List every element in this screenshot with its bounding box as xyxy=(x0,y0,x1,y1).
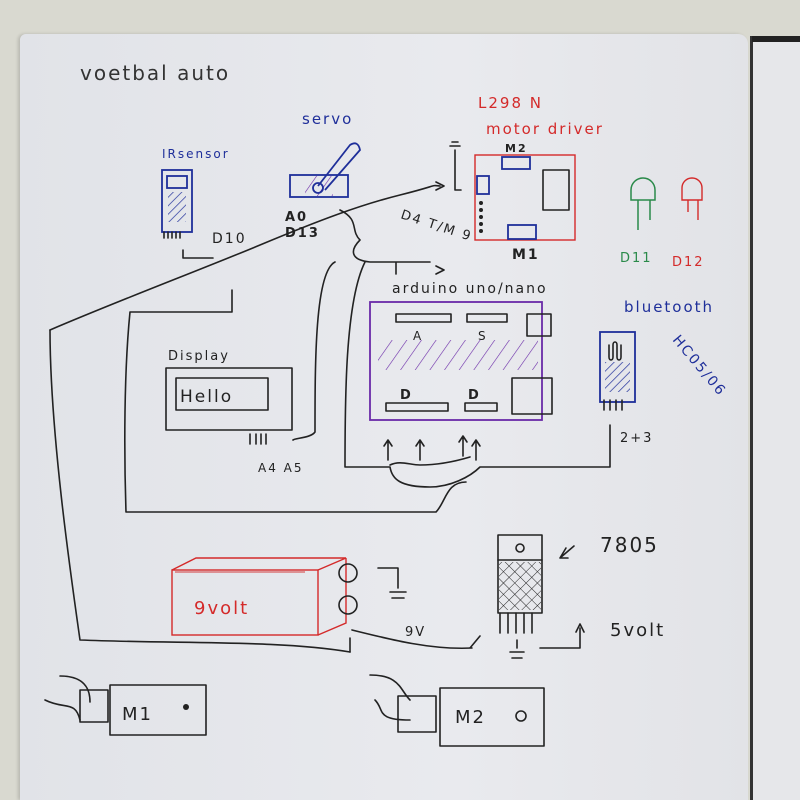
arduino-board: arduino uno/nano A S D D xyxy=(369,281,553,461)
regulator-label: 7805 xyxy=(600,533,659,557)
servo-pin-d13: D13 xyxy=(285,226,320,241)
led-red-pin: D12 xyxy=(672,255,705,270)
arduino-header-d2: D xyxy=(468,388,481,403)
arduino-header-d1: D xyxy=(400,388,413,403)
arduino-header-a: A xyxy=(413,329,423,343)
wires xyxy=(49,181,611,653)
bluetooth-model: HC05/06 xyxy=(669,332,729,399)
servo-pin-a0: A0 xyxy=(285,210,308,225)
lcd-display: Display Hello A4 A5 xyxy=(165,349,304,475)
next-page-edge xyxy=(750,36,800,800)
motor-driver-label: motor driver xyxy=(486,120,604,138)
arduino-label: arduino uno/nano xyxy=(392,281,548,297)
motor-driver-m1: M1 xyxy=(512,247,540,263)
notebook-cover-edge xyxy=(752,36,800,42)
battery-9v: 9volt 9V xyxy=(171,557,426,640)
bluetooth-pins: 2+3 xyxy=(620,431,653,446)
page-title: voetbal auto xyxy=(80,61,230,85)
led-green: D11 xyxy=(620,177,656,266)
display-label: Display xyxy=(168,349,230,364)
ir-sensor: IRsensor D10 xyxy=(161,147,247,259)
motor-driver-m2: M2 xyxy=(505,142,528,155)
display-pins: A4 A5 xyxy=(258,461,304,475)
ir-sensor-pin: D10 xyxy=(212,231,247,247)
motor-m1: M1 xyxy=(44,675,207,736)
motor-m2: M2 xyxy=(369,674,545,747)
motor-m1-label: M1 xyxy=(122,704,153,725)
bluetooth-label: bluetooth xyxy=(624,298,714,316)
servo: servo A0 D13 xyxy=(285,110,361,241)
motor-driver-model: L298 N xyxy=(478,94,543,112)
led-green-pin: D11 xyxy=(620,251,653,266)
voltage-regulator-7805: 7805 5volt xyxy=(497,533,665,659)
bluetooth-module: bluetooth HC05/06 2+3 xyxy=(599,298,729,446)
regulator-output: 5volt xyxy=(610,620,665,641)
motor-driver-pins: D4 T/M 9 xyxy=(399,208,474,245)
motor-m2-label: M2 xyxy=(455,707,486,728)
ir-sensor-label: IRsensor xyxy=(162,147,230,161)
battery-label: 9volt xyxy=(194,598,249,619)
led-red: D12 xyxy=(672,177,705,270)
arduino-header-s: S xyxy=(478,329,488,343)
battery-wire-label: 9V xyxy=(405,625,426,640)
servo-label: servo xyxy=(302,110,353,128)
notebook-page xyxy=(20,34,748,800)
l298n-motor-driver: L298 N motor driver M2 M1 D4 T/M 9 xyxy=(399,94,604,263)
display-text: Hello xyxy=(180,387,233,407)
